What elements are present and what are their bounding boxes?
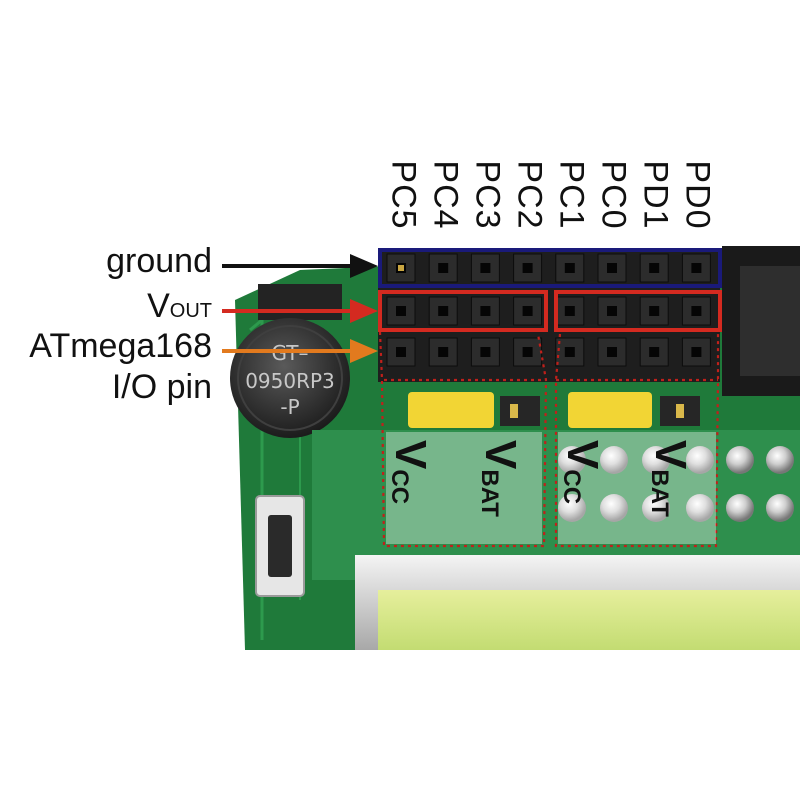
led-pads <box>558 446 794 522</box>
led-pad <box>686 446 714 474</box>
ground-arrow <box>222 254 378 278</box>
vout-arrow <box>222 299 378 323</box>
header-socket <box>470 253 500 283</box>
header-hole <box>480 263 491 273</box>
jumper-right[interactable] <box>568 392 652 428</box>
buzzer-text-line2: 0950RP3 <box>245 369 335 393</box>
jumper-left-pins <box>500 396 540 426</box>
callout-io-line2: I/O pin <box>111 368 212 406</box>
pin-label-pd1: PD1 <box>636 160 675 230</box>
callout-vout-main: V <box>147 287 170 325</box>
header-hole <box>396 306 406 316</box>
header-hole <box>691 306 702 316</box>
led-pad <box>558 494 586 522</box>
pin-label-pc2: PC2 <box>510 160 549 230</box>
header-hole <box>607 263 617 273</box>
header-hole <box>522 263 533 273</box>
header-hole <box>480 306 491 316</box>
header-socket <box>639 253 669 283</box>
jumper-right-contact <box>676 404 684 418</box>
jumper-left-contact <box>510 404 518 418</box>
header-hole <box>396 347 406 357</box>
header-hole <box>438 347 449 357</box>
svg-text:VCC: VCC <box>386 440 435 504</box>
dotted-region-fill-right <box>558 432 716 544</box>
svg-text:VBAT: VBAT <box>646 440 695 517</box>
side-connector-opening <box>740 266 800 376</box>
callout-io-line1: ATmega168 <box>29 327 212 365</box>
led-pad <box>558 446 586 474</box>
svg-text:VCC: VCC <box>558 440 607 504</box>
io-pin-arrow <box>222 339 378 363</box>
jumper-label-vbat-right: VBAT <box>646 440 695 517</box>
header-hole <box>607 347 617 357</box>
pin-label-pc4: PC4 <box>426 160 465 230</box>
header-hole <box>522 347 533 357</box>
led-pad <box>726 494 754 522</box>
jumper-label-vcc-left: VCC <box>386 440 435 504</box>
header-hole <box>564 263 575 273</box>
led-pad <box>642 494 670 522</box>
vout-box-right <box>554 290 722 332</box>
lcd-screen <box>378 590 800 650</box>
dotted-region-left <box>378 331 548 548</box>
header-hole <box>607 306 617 316</box>
jumper-label-vcc-right: VCC <box>558 440 607 504</box>
jumper-label-vbat-left: VBAT <box>476 440 525 517</box>
led-pad <box>600 494 628 522</box>
callout-vout-sub: OUT <box>169 300 212 322</box>
pin-label-pd0: PD0 <box>678 160 717 230</box>
buzzer <box>230 318 350 438</box>
header-hole <box>649 347 660 357</box>
header-socket <box>428 253 458 283</box>
callout-ground: ground <box>106 242 212 280</box>
header-hole <box>691 347 702 357</box>
pin-label-pc5: PC5 <box>384 160 423 230</box>
header-hole <box>564 347 575 357</box>
led-pad <box>726 446 754 474</box>
header-hole <box>564 306 575 316</box>
led-pad <box>642 446 670 474</box>
header-holes <box>386 253 711 367</box>
pin-label-pc1: PC1 <box>552 160 591 230</box>
header-pin-contact <box>398 265 404 271</box>
header-hole <box>649 263 660 273</box>
buzzer-ring <box>237 325 343 431</box>
dotted-region-fill-left <box>386 432 542 544</box>
led-pad <box>766 494 794 522</box>
led-pad <box>766 446 794 474</box>
pin-label-pc0: PC0 <box>594 160 633 230</box>
push-button-cap[interactable] <box>268 515 292 577</box>
buzzer-text-line3: -P <box>280 395 299 419</box>
buzzer-base <box>258 284 342 320</box>
led-pad <box>686 494 714 522</box>
vout-box-left <box>378 290 548 332</box>
header-hole <box>438 306 449 316</box>
header-hole <box>522 306 533 316</box>
header-hole <box>480 347 491 357</box>
led-pad <box>600 446 628 474</box>
callout-vout: VOUT <box>147 287 212 326</box>
ground-row-box <box>378 248 722 288</box>
header-hole <box>691 263 702 273</box>
svg-text:VBAT: VBAT <box>476 440 525 517</box>
header-hole <box>438 263 449 273</box>
jumper-left[interactable] <box>408 392 494 428</box>
pin-label-pc3: PC3 <box>468 160 507 230</box>
dotted-region-right <box>554 332 720 548</box>
header-hole <box>649 306 660 316</box>
